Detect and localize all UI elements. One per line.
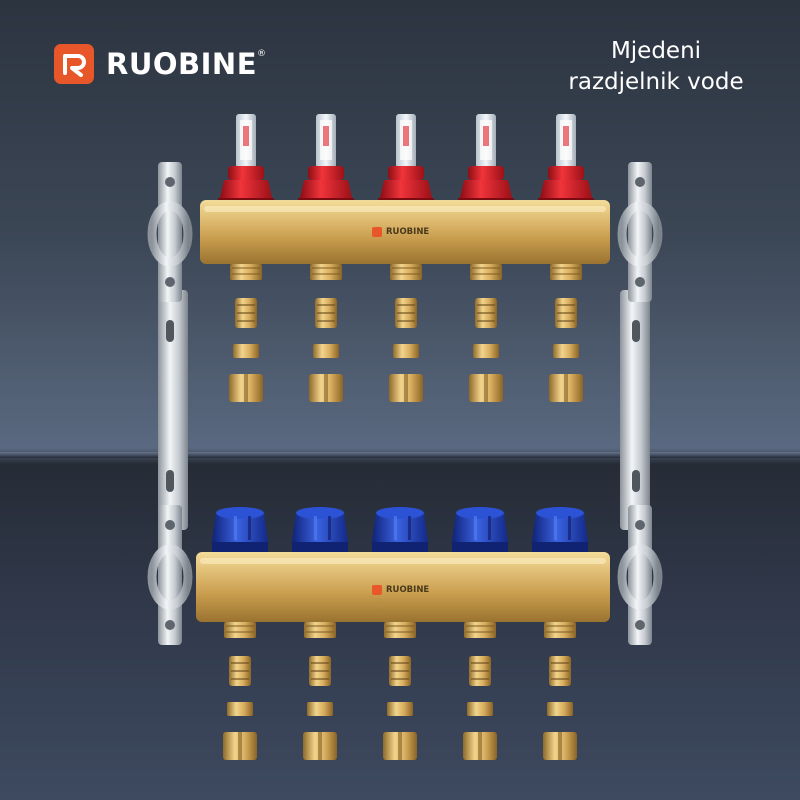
flowmeter-1 xyxy=(218,114,274,204)
return-fitting-4 xyxy=(463,622,497,760)
valve-cap-1 xyxy=(212,507,268,552)
return-bar-logo-text: RUOBINE xyxy=(386,585,430,595)
brand-name: RUOBINE® xyxy=(106,47,267,81)
right-top-bracket xyxy=(622,162,658,302)
supply-brass-bar xyxy=(200,200,610,264)
flowmeter-3 xyxy=(378,114,434,204)
return-bar-logo-icon xyxy=(372,585,382,595)
return-fitting-3 xyxy=(383,622,417,760)
flowmeter-5 xyxy=(538,114,594,204)
flowmeter-2 xyxy=(298,114,354,204)
supply-manifold xyxy=(200,114,610,402)
right-support-bar xyxy=(620,290,650,530)
supply-bar-logo: RUOBINE xyxy=(372,227,429,237)
product-caption: Mjedeni razdjelnik vode xyxy=(546,36,766,98)
flowmeter-4 xyxy=(458,114,514,204)
supply-bar-logo-icon xyxy=(372,227,382,237)
supply-fitting-4 xyxy=(469,264,503,402)
supply-fitting-2 xyxy=(309,264,343,402)
return-brass-bar xyxy=(196,552,610,622)
valve-cap-2 xyxy=(292,507,348,552)
left-top-bracket xyxy=(152,162,188,302)
valve-cap-3 xyxy=(372,507,428,552)
left-support-bar xyxy=(158,290,188,530)
return-fitting-5 xyxy=(543,622,577,760)
valve-cap-5 xyxy=(532,507,588,552)
brand-logo-icon xyxy=(54,44,94,84)
registered-mark: ® xyxy=(257,49,267,59)
caption-line-1: Mjedeni xyxy=(610,38,702,64)
supply-bar-logo-text: RUOBINE xyxy=(386,227,430,237)
brand-logo: RUOBINE® xyxy=(54,44,267,84)
supply-fitting-1 xyxy=(229,264,263,402)
caption-line-2: razdjelnik vode xyxy=(568,69,744,95)
return-bar-logo: RUOBINE xyxy=(372,585,429,595)
background-shelf-edge xyxy=(0,452,800,458)
valve-cap-4 xyxy=(452,507,508,552)
return-fitting-1 xyxy=(223,622,257,760)
supply-fitting-5 xyxy=(549,264,583,402)
return-fitting-2 xyxy=(303,622,337,760)
supply-fitting-3 xyxy=(389,264,423,402)
return-manifold xyxy=(196,507,610,760)
